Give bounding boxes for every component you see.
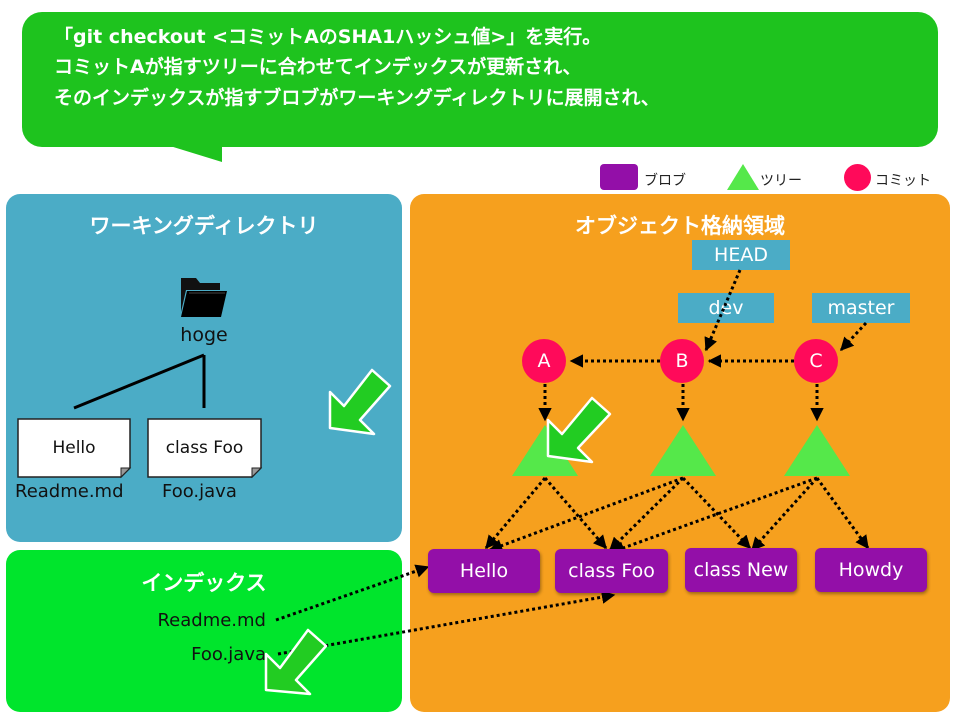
folder-icon (181, 278, 227, 317)
file-name-readme: Readme.md (15, 481, 124, 502)
index-entry-foo: Foo.java (191, 644, 266, 665)
arrow-icon-to-working-dir (328, 368, 392, 436)
callout-line-2: コミットAが指すツリーに合わせてインデックスが更新され、 (54, 56, 582, 78)
index-panel: インデックス (6, 550, 402, 712)
legend-blob-label: ブロブ (644, 173, 686, 189)
legend-tree-label: ツリー (760, 173, 802, 189)
folder-name: hoge (180, 324, 228, 346)
file-name-foo: Foo.java (162, 481, 237, 502)
index-entry-readme: Readme.md (157, 610, 266, 631)
commit-a: A (522, 339, 566, 383)
legend-commit-label: コミット (875, 173, 931, 189)
legend-blob-swatch (600, 164, 638, 190)
tree-a (512, 425, 578, 476)
file-content-foo: class Foo (165, 438, 244, 458)
tree-b (650, 425, 716, 476)
blob-hello: Hello (428, 549, 540, 593)
blob-class-new: class New (685, 548, 797, 592)
legend-commit-swatch (844, 164, 871, 191)
callout-line-1: 「git checkout <コミットAのSHA1ハッシュ値>」を実行。 (54, 26, 602, 48)
commit-b: B (660, 339, 704, 383)
arrow-icon-to-tree (546, 396, 612, 464)
commit-c: C (794, 339, 838, 383)
tree-c (784, 425, 850, 476)
blob-howdy: Howdy (815, 548, 927, 592)
legend-tree-swatch (727, 164, 759, 190)
working-directory-title: ワーキングディレクトリ (89, 214, 319, 238)
object-store-title: オブジェクト格納領域 (575, 214, 785, 238)
ref-head: HEAD (692, 240, 790, 270)
file-content-hello: Hello (52, 438, 96, 458)
blob-class-foo: class Foo (555, 549, 668, 593)
ref-dev: dev (678, 293, 774, 323)
arrow-icon-to-index (264, 628, 328, 696)
ref-master: master (812, 293, 910, 323)
index-title: インデックス (141, 571, 267, 595)
callout-line-3: そのインデックスが指すブロブがワーキングディレクトリに展開され、 (54, 87, 660, 109)
callout-bubble: 「git checkout <コミットAのSHA1ハッシュ値>」を実行。 コミッ… (22, 12, 938, 147)
